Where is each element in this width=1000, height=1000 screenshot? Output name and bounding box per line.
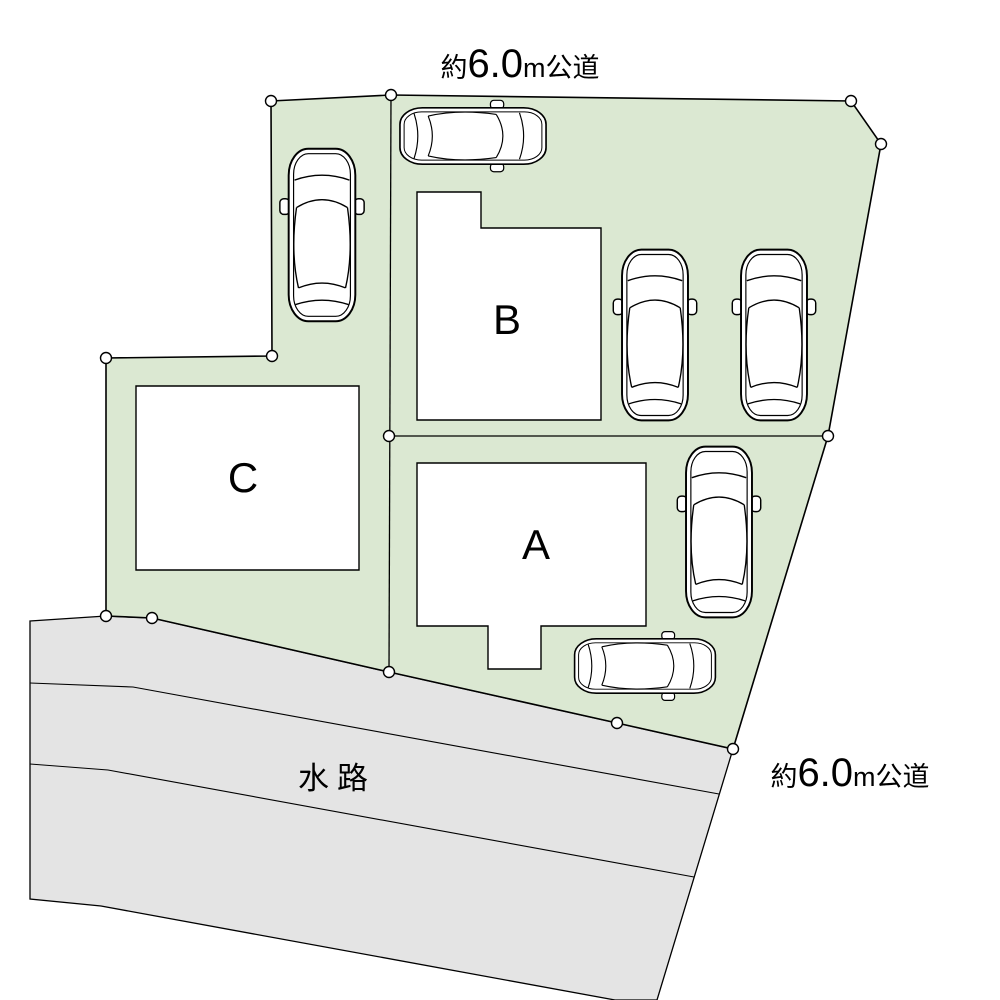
vertex-marker — [384, 88, 398, 102]
vertex-marker — [99, 351, 113, 365]
vertex-marker — [821, 429, 835, 443]
vertex-marker — [874, 137, 888, 151]
car-icon — [573, 630, 717, 702]
waterway-line-upper — [29, 682, 720, 795]
house-c — [135, 385, 360, 571]
vertex-marker — [382, 665, 396, 679]
car-icon — [278, 147, 366, 323]
vertex-marker — [726, 742, 740, 756]
vertex-marker — [264, 94, 278, 108]
vertex-marker — [844, 94, 858, 108]
vertex-marker — [99, 609, 113, 623]
road-label-top: 約6.0m公道 — [440, 42, 599, 86]
waterway-line-lower — [29, 763, 695, 878]
plot-a-label: A — [522, 521, 550, 568]
car-icon — [612, 248, 698, 422]
car-icon — [676, 445, 762, 619]
plot-c-label: C — [228, 454, 258, 501]
car-icon — [731, 248, 817, 422]
road-label-bottom: 約6.0m公道 — [770, 751, 929, 795]
boundary-point-markers — [99, 88, 888, 756]
plot-b-label: B — [493, 296, 521, 343]
vertex-marker — [610, 716, 624, 730]
waterway-label: 水路 — [298, 761, 376, 796]
boundary-line-vertical — [388, 94, 392, 673]
house-a — [416, 462, 647, 670]
vertex-marker — [265, 349, 279, 363]
house-b — [416, 191, 602, 421]
vertex-marker — [145, 611, 159, 625]
car-icon — [399, 99, 547, 173]
vertex-marker — [382, 429, 396, 443]
